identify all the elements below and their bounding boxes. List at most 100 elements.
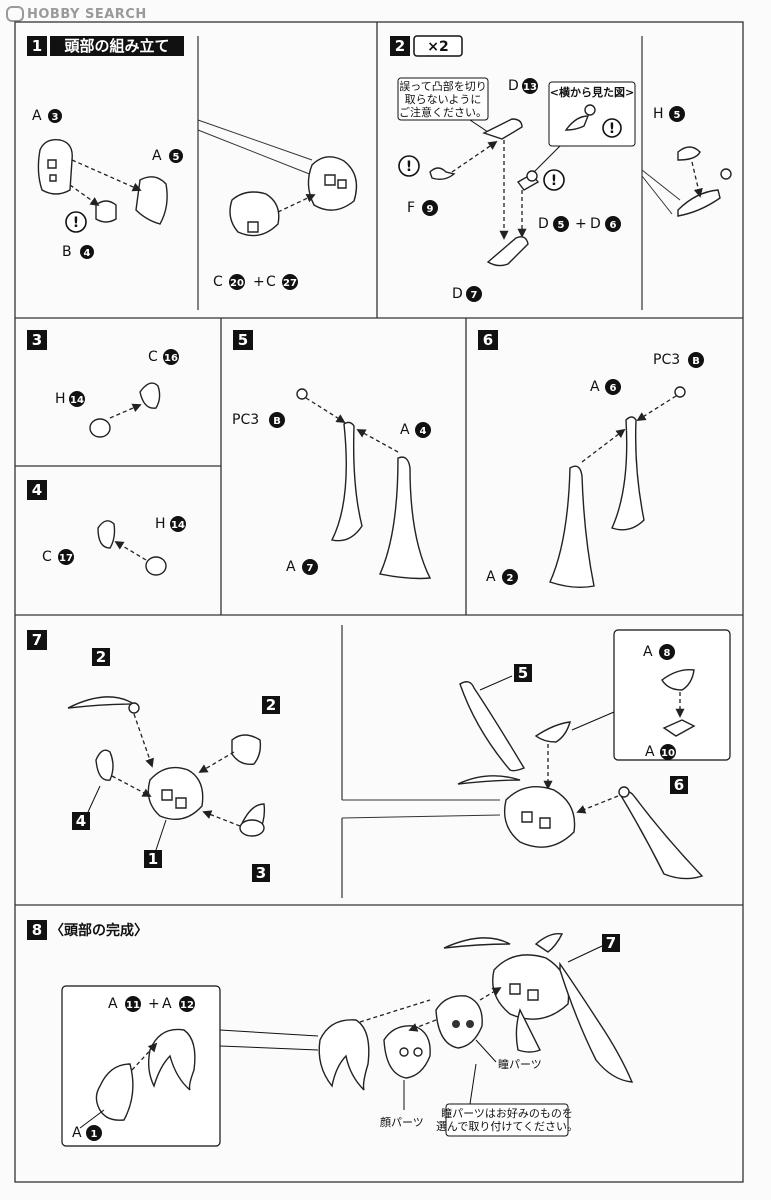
step-7-callout-1: 1 xyxy=(148,850,158,868)
caution-mark-side: ! xyxy=(609,121,615,137)
part-a10-shape xyxy=(662,719,696,737)
step-7-callout-4: 4 xyxy=(76,812,86,830)
part-d13-number: 13 xyxy=(523,82,537,93)
part-h14b-letter: H xyxy=(155,516,166,532)
completed-antenna xyxy=(443,937,511,949)
arm-part-a6 xyxy=(611,416,645,531)
side-armor-part xyxy=(231,734,262,765)
plus-sign-1: + xyxy=(253,274,265,290)
face-eye-left xyxy=(399,1047,409,1057)
step-2-number-box xyxy=(390,36,410,56)
step-8-number: 8 xyxy=(32,921,42,939)
part-f9-letter: F xyxy=(407,200,415,216)
part-a6-number: 6 xyxy=(610,383,617,394)
part-a8-letter: A xyxy=(643,644,653,660)
part-a10-letter: A xyxy=(645,744,655,760)
step-7-callout-6: 6 xyxy=(674,776,684,794)
polycap-pc3 xyxy=(296,388,308,400)
plus-sign-2: + xyxy=(575,216,587,232)
part-a12-letter: A xyxy=(162,996,172,1012)
part-h14a-letter: H xyxy=(55,391,66,407)
part-c27-number: 27 xyxy=(283,278,297,289)
part-h5-number: 5 xyxy=(674,110,681,121)
plus-sign-3: + xyxy=(148,996,160,1012)
step-7-callout-2a: 2 xyxy=(96,648,106,666)
joint-part-b4 xyxy=(95,200,117,223)
part-a2-number: 2 xyxy=(507,573,514,584)
part-d6-number: 6 xyxy=(610,220,617,231)
face-eye-right xyxy=(413,1047,423,1057)
step-2-number: 2 xyxy=(395,37,405,55)
step-1-number: 1 xyxy=(32,37,42,55)
part-d5-letter: D xyxy=(538,216,549,232)
part-a7-letter: A xyxy=(286,559,296,575)
head-core-detail xyxy=(161,789,187,809)
assembled-tab-detail xyxy=(677,189,721,217)
step-5-panel: 5 PC3 B A 4 A 7 xyxy=(232,330,432,580)
part-a10-number: 10 xyxy=(661,748,675,759)
step-3-number: 3 xyxy=(32,331,42,349)
armor-part-d13 xyxy=(482,118,523,140)
step-4-number-box xyxy=(27,480,47,500)
part-c20-letter: C xyxy=(213,274,223,290)
part-c16-number: 16 xyxy=(164,353,178,364)
step-1-title-box xyxy=(50,36,184,56)
part-h5-letter: H xyxy=(653,106,664,122)
part-c16-letter: C xyxy=(148,349,158,365)
part-a8-shape xyxy=(661,669,695,691)
step-6-panel: 6 PC3 B A 6 A 2 xyxy=(478,330,704,589)
head-assembly-detail xyxy=(521,811,551,829)
completed-head-detail xyxy=(509,983,539,1001)
caution-icon xyxy=(543,169,565,191)
front-hair-part-a1 xyxy=(95,1063,134,1121)
socket-part-c17 xyxy=(97,520,116,549)
step-3-panel: 3 C 16 H 14 xyxy=(27,330,179,438)
step-2-note-line-3: ご注意ください。 xyxy=(399,105,487,119)
part-h14a-number: 14 xyxy=(70,395,84,406)
part-pc3-5-letter: PC3 xyxy=(232,412,259,428)
crest-part xyxy=(534,721,571,743)
part-a6-letter: A xyxy=(590,379,600,395)
step-5-number-box xyxy=(233,330,253,350)
part-a2-letter: A xyxy=(486,569,496,585)
step-1-number-box xyxy=(27,36,47,56)
completed-head xyxy=(492,954,570,1020)
part-a1-number: 1 xyxy=(91,1129,98,1140)
step-7-callout-3: 3 xyxy=(256,864,266,882)
part-a5-letter: A xyxy=(152,148,162,164)
part-pc3-6-letter: PC3 xyxy=(653,352,680,368)
blade-assembly-5 xyxy=(459,681,526,772)
step-1-panel: 1 頭部の組み立て A 3 A 5 B 4 ! C xyxy=(27,36,358,310)
arm-part-a7 xyxy=(330,421,363,542)
step-2-note-line-2: 取らないように xyxy=(405,93,482,106)
head-assembly-step-7 xyxy=(503,786,576,848)
pupil-note-box xyxy=(445,1103,569,1137)
head-core-assembly xyxy=(147,766,204,820)
pupil-parts-label: 瞳パーツ xyxy=(498,1057,542,1071)
caution-mark: ! xyxy=(73,215,79,231)
part-a12-number: 12 xyxy=(180,1000,194,1011)
step-7-callout-2b: 2 xyxy=(266,696,276,714)
socket-part-c16 xyxy=(139,382,161,409)
part-a11-letter: A xyxy=(108,996,118,1012)
part-d13-letter: D xyxy=(508,78,519,94)
side-view-part xyxy=(564,115,590,131)
caution-mark-f9: ! xyxy=(406,159,412,175)
part-c17-number: 17 xyxy=(59,553,73,564)
part-f9-number: 9 xyxy=(427,204,434,215)
step-6-number-box xyxy=(478,330,498,350)
back-hair-part-a11-a12 xyxy=(147,1028,196,1091)
head-socket-detail xyxy=(324,174,347,189)
inner-head-detail xyxy=(247,221,259,233)
part-a4-number: 4 xyxy=(420,426,427,437)
step-2-note-box xyxy=(397,77,489,121)
watermark-text: HOBBY SEARCH xyxy=(27,6,147,22)
blade-assembly-6 xyxy=(619,790,704,880)
completed-crest xyxy=(534,933,564,953)
part-a5-number: 5 xyxy=(173,152,180,163)
step-2-multiplier: ×2 xyxy=(427,39,448,55)
cap-part-h14-b xyxy=(145,556,167,576)
step-2-note-line-1: 誤って凸部を切り xyxy=(399,79,486,93)
completed-blade-lower xyxy=(515,1008,541,1053)
